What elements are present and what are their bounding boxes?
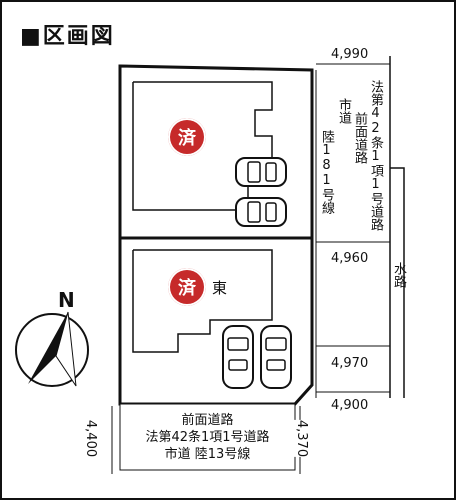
road-law-text: 法第42条1項1号道路 [368,80,383,231]
compass-icon [15,311,89,387]
page-title: ■区画図 [20,24,115,49]
south-house-outline [132,249,273,353]
sold-stamp-icon: 済 [168,118,206,156]
north-label: N [58,288,75,312]
road-number-text: 陸181号線 [319,130,334,214]
road-city-text: 市道 [336,98,351,124]
east-dimension-lines [316,63,390,393]
dimension-label: 4,400 [82,419,100,458]
waterway-outline [390,167,405,398]
south-road-law: 法第42条1項1号道路 [145,430,270,445]
car-icon [222,325,254,389]
dimension-label: 4,370 [293,419,311,458]
car-icon [260,325,292,389]
site-boundary [118,64,314,406]
car-icon [235,157,287,187]
south-road-box [119,403,296,471]
south-lot-name: 東 [212,279,228,297]
south-road-front: 前面道路 [181,413,234,428]
dimension-label: 4,900 [330,398,370,413]
car-icon [235,197,287,227]
sold-stamp-icon: 済 [168,268,206,306]
dimension-label: 4,960 [330,251,370,266]
dimension-label: 4,990 [330,47,370,62]
dimension-label: 4,970 [330,356,370,371]
waterway-label: 水路 [391,262,406,288]
road-front-text: 前面道路 [352,112,367,164]
north-house-outline [132,81,273,211]
south-road-city: 市道 陸13号線 [164,447,251,462]
